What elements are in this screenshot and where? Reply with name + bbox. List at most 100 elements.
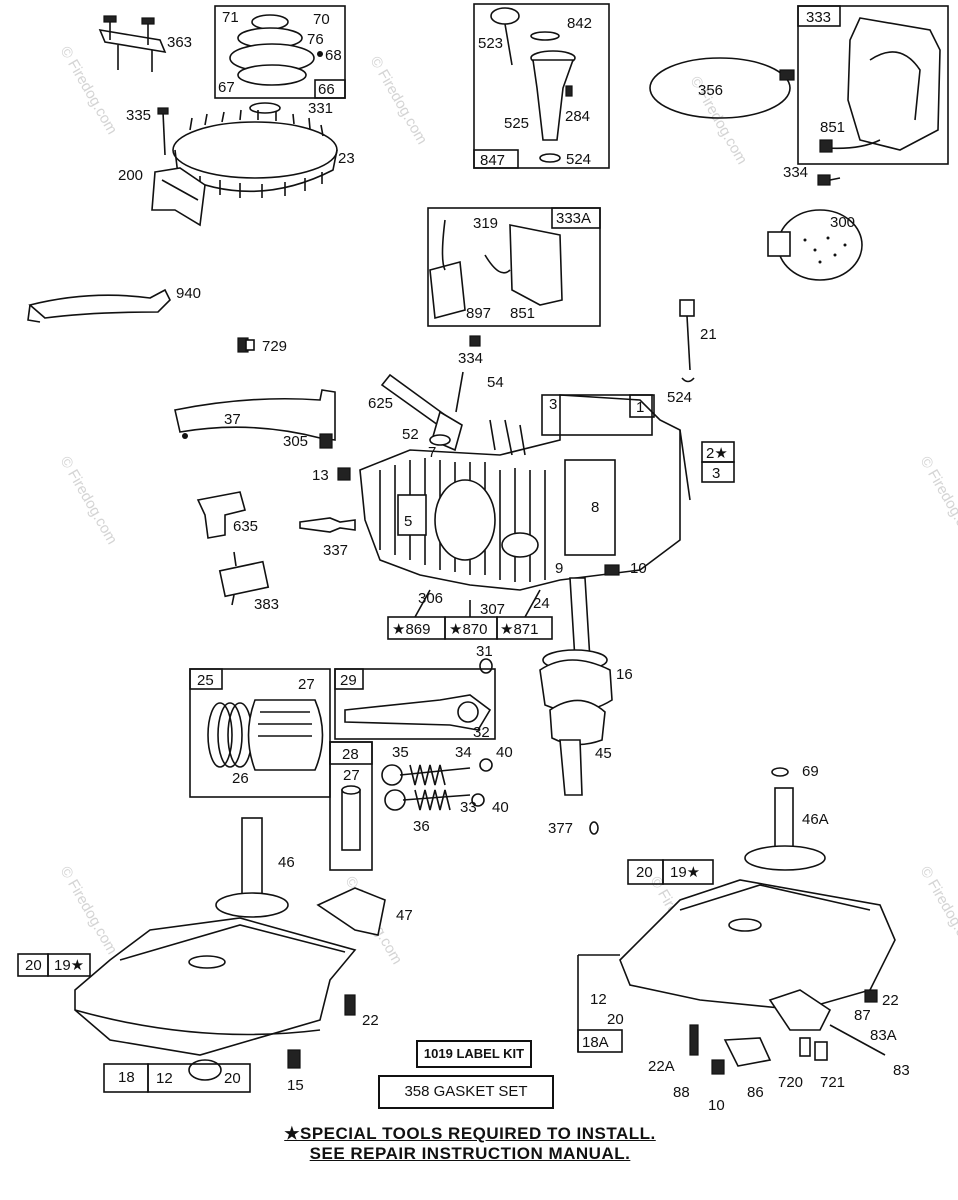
- gasket-set-text: 358 GASKET SET: [404, 1083, 528, 1100]
- watermark: © Firedog.com: [57, 864, 121, 958]
- label-7: 7: [428, 444, 436, 461]
- label-19b: 19★: [54, 957, 84, 974]
- label-86: 86: [747, 1084, 764, 1101]
- label-46A: 46A: [802, 811, 829, 828]
- box-66: [214, 5, 346, 99]
- part-13: [337, 467, 351, 481]
- label-319: 319: [473, 215, 498, 232]
- label-28: 28: [342, 746, 359, 763]
- label-27b: 27: [343, 767, 360, 784]
- label-88: 88: [673, 1084, 690, 1101]
- spark-plug-337: [299, 517, 356, 533]
- tube-625: [380, 371, 464, 452]
- label-383: 383: [254, 596, 279, 613]
- clip-729: [237, 337, 255, 353]
- label-306: 306: [418, 590, 443, 607]
- label-335: 335: [126, 107, 151, 124]
- label-851b: 851: [510, 305, 535, 322]
- label-kit-text: 1019 LABEL KIT: [423, 1046, 525, 1061]
- label-625: 625: [368, 395, 393, 412]
- label-871: ★871: [500, 621, 538, 638]
- part-377: [589, 821, 599, 835]
- label-8: 8: [591, 499, 599, 516]
- label-333: 333: [806, 9, 831, 26]
- label-54: 54: [487, 374, 504, 391]
- base-right: [619, 767, 896, 1075]
- label-47: 47: [396, 907, 413, 924]
- label-869: ★869: [392, 621, 430, 638]
- baffle-37: [174, 389, 336, 441]
- label-331: 331: [308, 100, 333, 117]
- label-45: 45: [595, 745, 612, 762]
- part-labels: 363 71 70 76 68 67 66 331 335 23 200 940…: [25, 9, 910, 1114]
- label-721: 721: [820, 1074, 845, 1091]
- bolt-335: [157, 107, 169, 156]
- label-76: 76: [307, 31, 324, 48]
- engine-block: [359, 394, 735, 591]
- label-27a: 27: [298, 676, 315, 693]
- label-21: 21: [700, 326, 717, 343]
- label-2star: 2★: [706, 445, 728, 462]
- box-333: [797, 5, 949, 165]
- box-25: [189, 668, 331, 798]
- camshaft-46: [215, 817, 289, 918]
- label-729: 729: [262, 338, 287, 355]
- label-19a: 19★: [670, 864, 700, 881]
- label-22b: 22: [882, 992, 899, 1009]
- label-870: ★870: [449, 621, 487, 638]
- label-635: 635: [233, 518, 258, 535]
- label-3b: 3: [712, 465, 720, 482]
- label-1: 1: [636, 399, 644, 416]
- watermark: © Firedog.com: [57, 454, 121, 548]
- label-25: 25: [197, 672, 214, 689]
- label-18: 18: [118, 1069, 135, 1086]
- valves: [381, 758, 493, 811]
- label-20a: 20: [636, 864, 653, 881]
- label-720: 720: [778, 1074, 803, 1091]
- label-69: 69: [802, 763, 819, 780]
- screw-10a: [604, 564, 620, 576]
- label-83: 83: [893, 1062, 910, 1079]
- label-847: 847: [480, 152, 505, 169]
- label-10b: 10: [708, 1097, 725, 1114]
- dipstick-21: [679, 299, 695, 383]
- label-40b: 40: [492, 799, 509, 816]
- label-36: 36: [413, 818, 430, 835]
- label-31: 31: [476, 643, 493, 660]
- crankshaft-16: [539, 577, 613, 796]
- label-307: 307: [480, 601, 505, 618]
- label-22a: 22: [362, 1012, 379, 1029]
- box-333A: [427, 207, 601, 327]
- label-boxes-left: [17, 953, 251, 1093]
- base-left: [74, 917, 357, 1081]
- label-46: 46: [278, 854, 295, 871]
- label-16: 16: [616, 666, 633, 683]
- label-26: 26: [232, 770, 249, 787]
- label-24: 24: [533, 595, 550, 612]
- label-87: 87: [854, 1007, 871, 1024]
- label-524b: 524: [667, 389, 692, 406]
- label-18A: 18A: [582, 1034, 609, 1051]
- label-377: 377: [548, 820, 573, 837]
- label-29: 29: [340, 672, 357, 689]
- label-20b: 20: [25, 957, 42, 974]
- label-10a: 10: [630, 560, 647, 577]
- elbow-635: [196, 491, 246, 539]
- label-23: 23: [338, 150, 355, 167]
- label-940: 940: [176, 285, 201, 302]
- label-32: 32: [473, 724, 490, 741]
- label-67: 67: [218, 79, 235, 96]
- watermark: © Firedog.com: [917, 454, 958, 548]
- watermark: © Firedog.com: [917, 864, 958, 958]
- lever-940: [27, 288, 171, 323]
- watermark: © Firedog.com: [367, 54, 431, 148]
- screw-334b: [469, 335, 481, 347]
- wire-356: [649, 57, 795, 119]
- label-37: 37: [224, 411, 241, 428]
- label-5: 5: [404, 513, 412, 530]
- label-284: 284: [565, 108, 590, 125]
- label-3a: 3: [549, 396, 557, 413]
- box-29: [334, 668, 496, 740]
- label-356: 356: [698, 82, 723, 99]
